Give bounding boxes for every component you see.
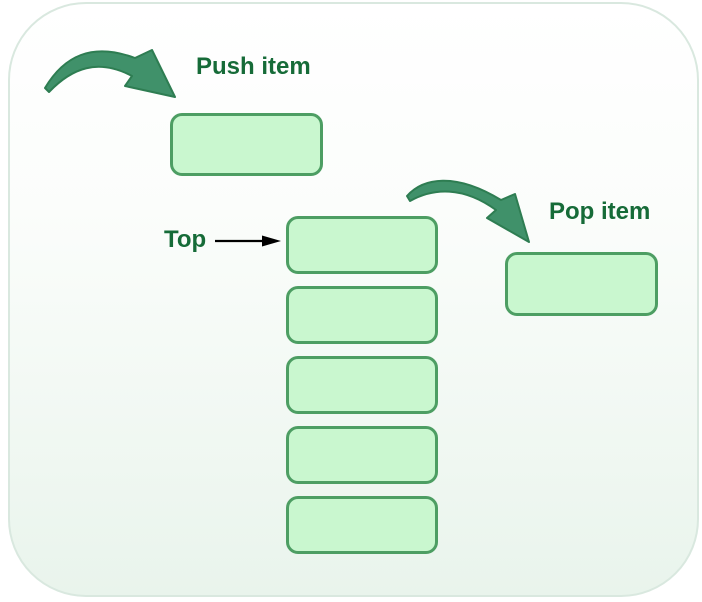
top-label: Top	[164, 226, 207, 253]
stack-item-2	[286, 286, 438, 344]
push-arrow-icon	[44, 49, 176, 98]
pop-arrow-icon	[406, 179, 530, 243]
stack-item-4	[286, 426, 438, 484]
push-item-label: Push item	[196, 53, 311, 80]
stack-item-3	[286, 356, 438, 414]
pop-item-label: Pop item	[549, 198, 651, 225]
diagram-frame: Push item Top Pop item	[8, 2, 699, 597]
stack	[286, 216, 438, 554]
stack-item-1	[286, 216, 438, 274]
stack-item-5	[286, 496, 438, 554]
top-pointer-arrow-icon	[215, 235, 281, 247]
pop-item-box	[505, 252, 658, 316]
push-item-box	[170, 113, 323, 176]
